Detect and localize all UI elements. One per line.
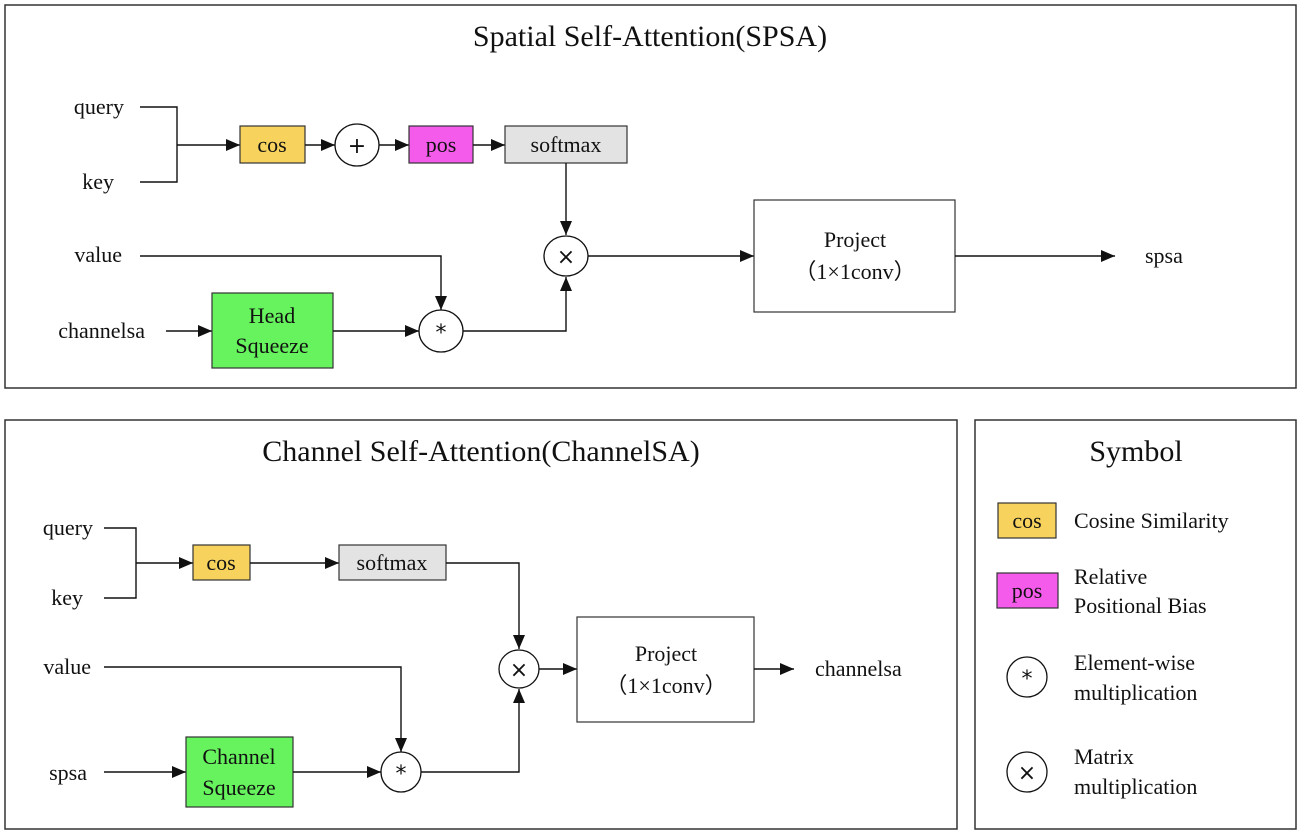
spsa-pos-block: pos (408, 125, 474, 164)
channelsa-softmax-block: softmax (338, 544, 447, 581)
spsa-softmax-block: softmax (504, 125, 628, 164)
spsa-softmax-box (504, 125, 628, 164)
legend-elemwise-symbol: * (1022, 667, 1033, 692)
channelsa-channel-squeeze-line1: Channel (202, 744, 275, 769)
spsa-input-query: query (74, 94, 124, 119)
legend-pos-symbol: pos (1012, 578, 1043, 603)
spsa-output-label: spsa (1145, 243, 1183, 268)
legend-cos-swatch (997, 502, 1057, 539)
spsa-project-block: Project （1×1conv） (753, 199, 956, 313)
spsa-value-to-elemwise-arrow (140, 255, 447, 310)
channelsa-elemwise-op: * (380, 751, 422, 793)
legend-cos-desc: Cosine Similarity (1074, 508, 1229, 533)
legend-cos-symbol: cos (1012, 508, 1041, 533)
spsa-elemwise-op: * (418, 309, 464, 353)
spsa-panel-frame (4, 4, 1297, 389)
spsa-pos-box (408, 125, 474, 164)
channelsa-cos-label: cos (206, 550, 235, 575)
legend-title: Symbol (1089, 435, 1182, 468)
legend-matmul-symbol: × (1018, 761, 1036, 786)
spsa-head-squeeze-box (211, 292, 334, 369)
channelsa-input-spsa: spsa (49, 760, 87, 785)
channelsa-title: Channel Self-Attention(ChannelSA) (262, 435, 699, 468)
spsa-elemwise-symbol: * (436, 321, 447, 346)
channelsa-cos-block: cos (192, 544, 251, 581)
channelsa-channel-squeeze-line2: Squeeze (202, 775, 275, 800)
legend-matmul-desc-line1: Matrix (1074, 744, 1134, 769)
channelsa-elemwise-symbol: * (396, 762, 407, 787)
channelsa-softmax-label: softmax (357, 550, 428, 575)
spsa-project-box (753, 199, 956, 313)
channelsa-project-box (576, 616, 755, 723)
legend-pos-desc-line1: Relative (1074, 564, 1147, 589)
channelsa-value-to-elemwise-arrow (104, 666, 407, 752)
spsa-qk-bracket (140, 106, 178, 183)
spsa-input-value: value (74, 242, 122, 267)
channelsa-channel-squeeze-block: Channel Squeeze (185, 736, 294, 808)
channelsa-project-line2: （1×1conv） (605, 673, 726, 698)
channelsa-project-line1: Project (635, 641, 697, 666)
channelsa-output-label: channelsa (815, 656, 902, 681)
spsa-input-channelsa: channelsa (58, 318, 145, 343)
spsa-cos-label: cos (257, 132, 286, 157)
spsa-head-squeeze-block: Head Squeeze (211, 292, 334, 369)
channelsa-project-block: Project （1×1conv） (576, 616, 755, 723)
matrix-multiply-icon (1006, 751, 1048, 793)
spsa-add-symbol: + (348, 134, 366, 159)
legend-item-matmul: × Matrix multiplication (1006, 744, 1197, 799)
legend-elemwise-desc-line1: Element-wise (1074, 650, 1195, 675)
channelsa-qk-bracket (104, 527, 137, 599)
channelsa-elemwise-to-matmul-arrow (421, 689, 525, 773)
channelsa-matmul-op: × (498, 649, 540, 689)
channelsa-panel-frame (4, 419, 958, 830)
spsa-cos-block: cos (239, 125, 306, 164)
channelsa-input-value: value (43, 654, 91, 679)
legend-item-pos: pos Relative Positional Bias (996, 564, 1207, 618)
spsa-elemwise-to-matmul-arrow (463, 277, 572, 332)
channelsa-channel-squeeze-box (185, 736, 294, 808)
spsa-head-squeeze-line1: Head (249, 303, 295, 328)
spsa-matmul-op: × (543, 235, 589, 277)
legend-elemwise-desc-line2: multiplication (1074, 680, 1197, 705)
spsa-pos-label: pos (426, 132, 457, 157)
channelsa-input-key: key (51, 585, 83, 610)
spsa-project-line1: Project (824, 227, 886, 252)
channelsa-panel: Channel Self-Attention(ChannelSA) query … (4, 419, 958, 830)
spsa-matmul-symbol: × (557, 245, 575, 270)
legend-panel-frame (974, 419, 1297, 830)
legend-panel: Symbol cos Cosine Similarity pos Relativ… (974, 419, 1297, 830)
channelsa-matmul-symbol: × (510, 658, 528, 683)
spsa-input-key: key (82, 169, 114, 194)
spsa-add-op: + (334, 123, 380, 167)
legend-pos-swatch (996, 572, 1059, 609)
channelsa-input-query: query (43, 515, 93, 540)
spsa-project-line2: （1×1conv） (794, 259, 915, 284)
spsa-head-squeeze-line2: Squeeze (235, 333, 308, 358)
channelsa-softmax-to-matmul-arrow (446, 562, 525, 649)
legend-item-elemwise: * Element-wise multiplication (1006, 650, 1197, 705)
legend-item-cos: cos Cosine Similarity (997, 502, 1229, 539)
elementwise-multiply-icon (1006, 656, 1048, 698)
legend-pos-desc-line2: Positional Bias (1074, 593, 1207, 618)
spsa-title: Spatial Self-Attention(SPSA) (473, 20, 827, 53)
spsa-softmax-label: softmax (531, 132, 602, 157)
spsa-panel: Spatial Self-Attention(SPSA) query key v… (4, 4, 1297, 389)
legend-matmul-desc-line2: multiplication (1074, 774, 1197, 799)
spsa-cos-box (239, 125, 306, 164)
